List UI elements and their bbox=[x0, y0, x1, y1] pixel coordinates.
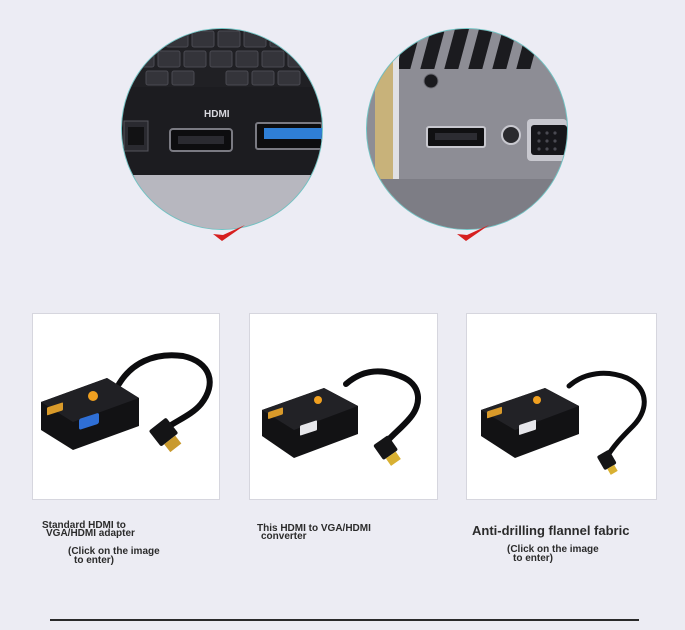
checkmark-icon bbox=[213, 225, 245, 241]
ports-section: HDMI bbox=[0, 0, 685, 300]
converter-photo bbox=[262, 368, 421, 466]
product-image-hdmi-converter[interactable] bbox=[249, 313, 438, 500]
product-2-caption-line2: converter bbox=[261, 531, 307, 542]
product-1-click-hint-line2[interactable]: to enter) bbox=[74, 555, 114, 566]
checkmark-icon bbox=[457, 225, 489, 241]
bottom-divider bbox=[50, 619, 639, 621]
desktop-port-illustration bbox=[367, 29, 567, 229]
product-image-standard-adapter[interactable] bbox=[32, 313, 220, 500]
desktop-hdmi-port-photo bbox=[366, 28, 568, 230]
laptop-port-illustration bbox=[122, 29, 322, 229]
product-3-click-hint-line1[interactable]: (Click on the image bbox=[507, 544, 599, 555]
product-3-caption: Anti-drilling flannel fabric bbox=[472, 523, 630, 538]
adapter-photo bbox=[41, 352, 213, 453]
product-image-micro-hdmi-adapter[interactable] bbox=[466, 313, 657, 500]
micro-adapter-photo bbox=[481, 370, 647, 475]
product-1-click-hint-line1[interactable]: (Click on the image bbox=[68, 546, 160, 557]
product-3-click-hint-line2[interactable]: to enter) bbox=[513, 553, 553, 564]
laptop-hdmi-port-photo: HDMI bbox=[121, 28, 323, 230]
product-1-caption-line2: VGA/HDMI adapter bbox=[46, 528, 135, 539]
hdmi-port-label: HDMI bbox=[204, 109, 230, 120]
product-1-caption-line1: Standard HDMI to bbox=[42, 520, 126, 531]
product-2-caption-line1: This HDMI to VGA/HDMI bbox=[257, 523, 371, 534]
